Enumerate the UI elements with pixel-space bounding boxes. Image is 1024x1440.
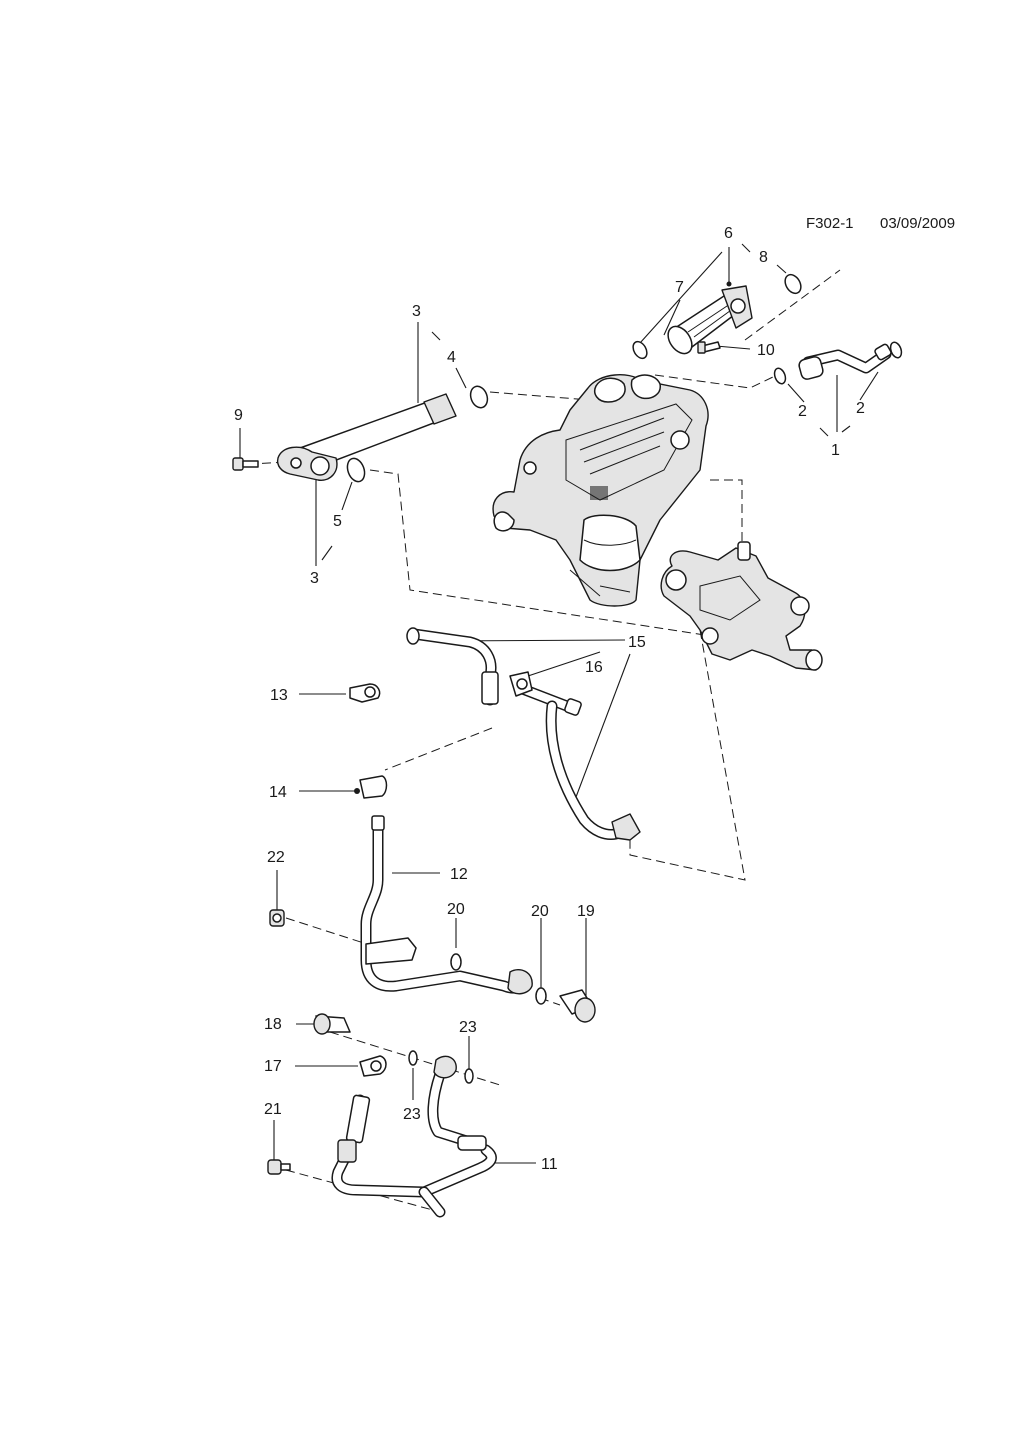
callout-labels: 6 8 7 10 3 4 9 2 2 1 5 3 15 16 13 14 12 … <box>234 225 865 1173</box>
callout-23-bottom: 23 <box>403 1106 421 1123</box>
pipe-15 <box>406 627 641 841</box>
diagram-code: F302-1 <box>806 215 854 232</box>
callout-2-left: 2 <box>798 403 807 420</box>
callout-14: 14 <box>269 784 287 801</box>
o-ring-8 <box>784 273 802 295</box>
hose-1 <box>798 343 892 380</box>
o-ring-4 <box>469 385 489 409</box>
callout-15: 15 <box>628 634 646 651</box>
washer-20-left <box>450 953 462 971</box>
bolt-21 <box>267 1159 291 1175</box>
o-ring-7 <box>632 340 648 360</box>
main-housing <box>492 374 709 607</box>
seal-2-left <box>773 367 787 385</box>
pipe-12 <box>360 815 533 995</box>
washer-23-left <box>408 1050 418 1066</box>
banjo-bolt-18 <box>313 1013 351 1035</box>
callout-18: 18 <box>264 1016 282 1033</box>
seal-2-right <box>889 341 903 359</box>
callout-20-left: 20 <box>447 901 465 918</box>
callout-13: 13 <box>270 687 288 704</box>
diagram-date: 03/09/2009 <box>880 215 956 232</box>
callout-6: 6 <box>724 225 733 242</box>
outlet-pipe-6 <box>667 281 753 355</box>
bolt-10 <box>697 341 721 354</box>
pipe-3 <box>276 393 457 481</box>
callout-20-right: 20 <box>531 903 549 920</box>
bolt-22 <box>269 909 285 927</box>
callout-3-bottom: 3 <box>310 570 319 587</box>
clip-13 <box>349 683 381 703</box>
washer-23-right <box>464 1068 474 1084</box>
callout-19: 19 <box>577 903 595 920</box>
callout-5: 5 <box>333 513 342 530</box>
clamp-16 <box>509 671 533 697</box>
callout-22: 22 <box>267 849 285 866</box>
washer-20-right <box>535 987 547 1005</box>
callout-4: 4 <box>447 349 456 366</box>
pipe-11 <box>331 1055 497 1218</box>
callout-16: 16 <box>585 659 603 676</box>
thermostat-housing <box>660 541 823 671</box>
callout-9: 9 <box>234 407 243 424</box>
callout-2-right: 2 <box>856 400 865 417</box>
callout-11: 11 <box>541 1156 558 1173</box>
callout-1: 1 <box>831 442 840 459</box>
bolt-9 <box>232 457 259 471</box>
callout-7: 7 <box>675 279 684 296</box>
banjo-bolt-19 <box>559 989 596 1023</box>
callout-23-top: 23 <box>459 1019 477 1036</box>
callout-10: 10 <box>757 342 775 359</box>
callout-3-top: 3 <box>412 303 421 320</box>
o-ring-5 <box>346 457 366 483</box>
callout-12: 12 <box>450 866 468 883</box>
callout-8: 8 <box>759 249 768 266</box>
callout-17: 17 <box>264 1058 282 1075</box>
clip-17 <box>359 1055 387 1077</box>
clip-14 <box>354 775 388 799</box>
callout-21: 21 <box>264 1101 282 1118</box>
assembly-lines <box>247 269 841 1213</box>
leader-lines <box>239 243 879 1164</box>
